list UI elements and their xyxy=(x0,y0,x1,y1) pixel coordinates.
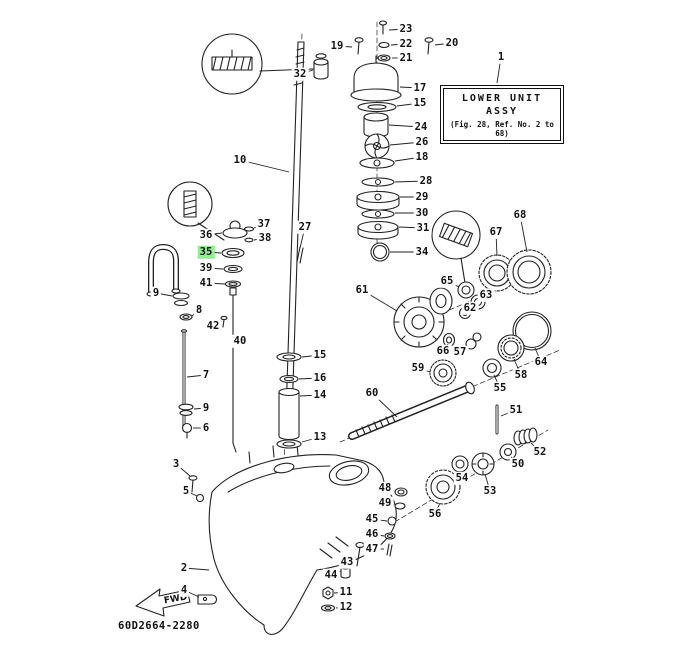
part-label-41[interactable]: 41 xyxy=(197,276,215,290)
part-label-5[interactable]: 5 xyxy=(180,484,192,498)
part-label-37[interactable]: 37 xyxy=(255,217,273,231)
part-label-35[interactable]: 35 xyxy=(197,245,215,259)
part-label-61[interactable]: 61 xyxy=(353,283,371,297)
part-label-36[interactable]: 36 xyxy=(197,228,215,242)
part-label-49[interactable]: 49 xyxy=(376,496,394,510)
part-label-63[interactable]: 63 xyxy=(477,288,495,302)
part-label-20[interactable]: 20 xyxy=(443,36,461,50)
part-label-14[interactable]: 14 xyxy=(311,388,329,402)
part-label-3[interactable]: 3 xyxy=(170,457,182,471)
part-label-22[interactable]: 22 xyxy=(397,37,415,51)
part-label-47[interactable]: 47 xyxy=(363,542,381,556)
part-label-43[interactable]: 43 xyxy=(338,555,356,569)
part-label-15[interactable]: 15 xyxy=(311,348,329,362)
part-label-68[interactable]: 68 xyxy=(511,208,529,222)
part-label-12[interactable]: 12 xyxy=(337,600,355,614)
part-label-56[interactable]: 56 xyxy=(426,507,444,521)
part-label-30[interactable]: 30 xyxy=(413,206,431,220)
part-label-48[interactable]: 48 xyxy=(376,481,394,495)
part-label-16[interactable]: 16 xyxy=(311,371,329,385)
part-label-11[interactable]: 11 xyxy=(337,585,355,599)
title-box: LOWER UNIT ASSY (Fig. 28, Ref. No. 2 to … xyxy=(440,85,564,144)
part-label-53[interactable]: 53 xyxy=(481,484,499,498)
part-label-66[interactable]: 66 xyxy=(434,344,452,358)
part-label-7[interactable]: 7 xyxy=(200,368,212,382)
part-label-52[interactable]: 52 xyxy=(531,445,549,459)
part-label-51[interactable]: 51 xyxy=(507,403,525,417)
part-label-28[interactable]: 28 xyxy=(417,174,435,188)
part-label-29[interactable]: 29 xyxy=(413,190,431,204)
part-label-40[interactable]: 40 xyxy=(231,334,249,348)
part-label-18[interactable]: 18 xyxy=(413,150,431,164)
part-label-4[interactable]: 4 xyxy=(178,583,190,597)
part-label-55[interactable]: 55 xyxy=(491,381,509,395)
part-label-59[interactable]: 59 xyxy=(409,361,427,375)
part-label-24[interactable]: 24 xyxy=(412,120,430,134)
part-label-57[interactable]: 57 xyxy=(451,345,469,359)
part-label-8[interactable]: 8 xyxy=(193,303,205,317)
part-label-1[interactable]: 1 xyxy=(495,50,507,64)
part-label-44[interactable]: 44 xyxy=(322,568,340,582)
drawing-code: 60D2664-2280 xyxy=(118,620,200,632)
part-label-54[interactable]: 54 xyxy=(453,471,471,485)
part-label-15[interactable]: 15 xyxy=(411,96,429,110)
part-label-31[interactable]: 31 xyxy=(414,221,432,235)
part-label-17[interactable]: 17 xyxy=(411,81,429,95)
part-label-64[interactable]: 64 xyxy=(532,355,550,369)
part-label-32[interactable]: 32 xyxy=(291,67,309,81)
part-label-62[interactable]: 62 xyxy=(461,301,479,315)
part-label-50[interactable]: 50 xyxy=(509,457,527,471)
part-label-9[interactable]: 9 xyxy=(150,286,162,300)
part-label-39[interactable]: 39 xyxy=(197,261,215,275)
part-label-34[interactable]: 34 xyxy=(413,245,431,259)
part-label-23[interactable]: 23 xyxy=(397,22,415,36)
title-box-line3: (Fig. 28, Ref. No. 2 to 68) xyxy=(450,120,554,138)
part-label-2[interactable]: 2 xyxy=(178,561,190,575)
title-box-line1: LOWER UNIT xyxy=(461,93,543,104)
part-label-21[interactable]: 21 xyxy=(397,51,415,65)
part-label-27[interactable]: 27 xyxy=(296,220,314,234)
part-label-13[interactable]: 13 xyxy=(311,430,329,444)
part-label-67[interactable]: 67 xyxy=(487,225,505,239)
part-label-10[interactable]: 10 xyxy=(231,153,249,167)
title-box-line2: ASSY xyxy=(485,106,519,117)
part-label-58[interactable]: 58 xyxy=(512,368,530,382)
part-label-42[interactable]: 42 xyxy=(204,319,222,333)
part-label-46[interactable]: 46 xyxy=(363,527,381,541)
part-label-26[interactable]: 26 xyxy=(413,135,431,149)
part-label-19[interactable]: 19 xyxy=(328,39,346,53)
part-label-9[interactable]: 9 xyxy=(200,401,212,415)
part-label-6[interactable]: 6 xyxy=(200,421,212,435)
part-label-65[interactable]: 65 xyxy=(438,274,456,288)
part-label-60[interactable]: 60 xyxy=(363,386,381,400)
part-label-45[interactable]: 45 xyxy=(363,512,381,526)
part-label-38[interactable]: 38 xyxy=(256,231,274,245)
